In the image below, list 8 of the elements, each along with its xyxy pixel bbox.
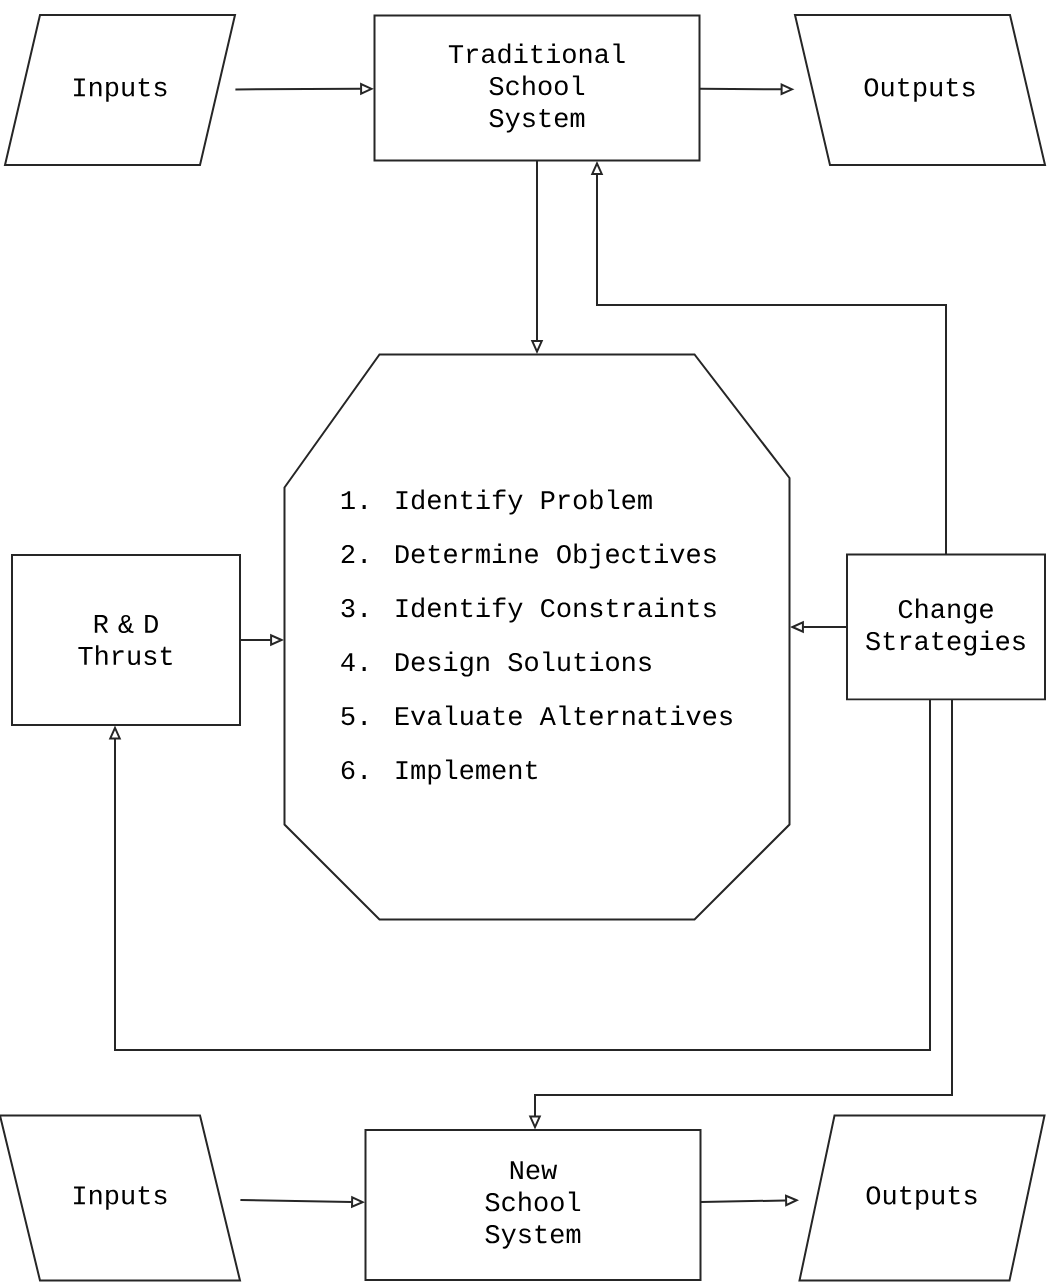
arrow [108, 698, 931, 1051]
data-parallelogram: Inputs [0, 1114, 242, 1282]
process-box: New School System [364, 1129, 702, 1281]
process-box: R & D Thrust [11, 554, 241, 726]
process-box: Traditional School System [373, 14, 701, 162]
process-box: Change Strategies [846, 553, 1046, 701]
data-parallelogram: Outputs [798, 1114, 1046, 1282]
steps-octagon: 1. Identify Problem 2. Determine Objectives 3. Identify Constraints 4. Design Solutions 5. Evaluate Alternatives 6. Implement [283, 353, 791, 921]
